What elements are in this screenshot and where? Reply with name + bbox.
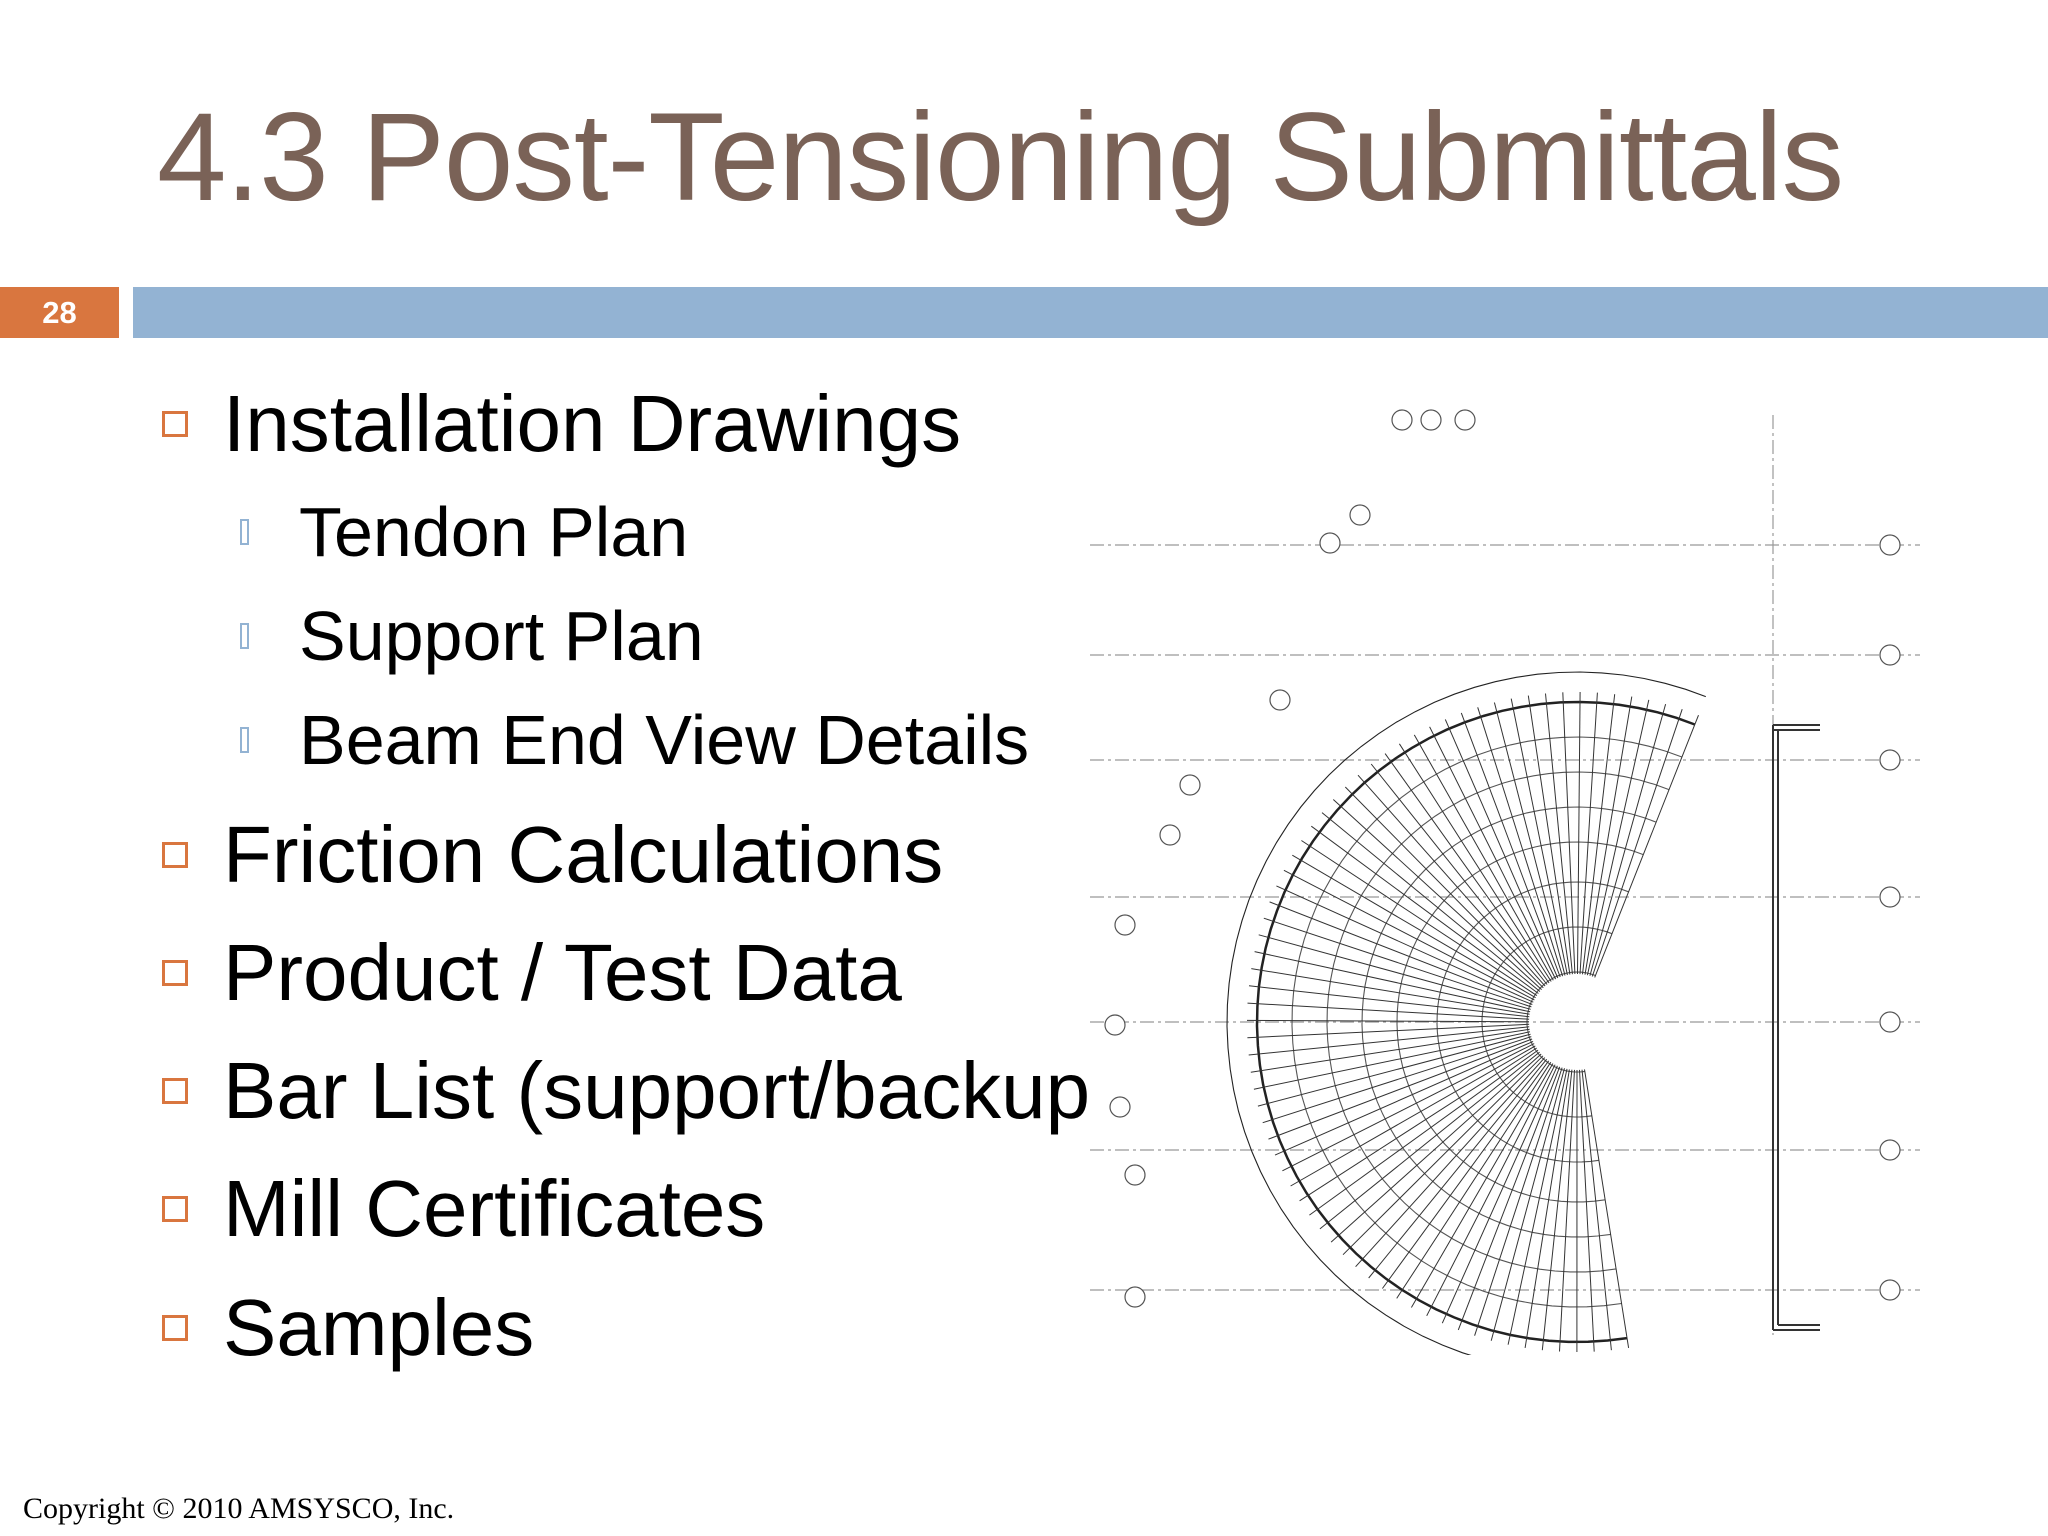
slide-number-badge: 28 [0,287,119,338]
list-item: Samples [162,1288,534,1368]
bullet-label: Bar List (support/backup) [223,1046,1090,1135]
bullet-label: Friction Calculations [223,810,944,899]
list-item: Product / Test Data [162,933,902,1013]
sub-list-item: Support Plan [240,601,704,671]
square-bullet-icon [162,1078,188,1104]
square-bullet-icon [162,1196,188,1222]
square-bullet-icon [162,1315,188,1341]
sub-bullet-icon [240,519,249,545]
sub-list-item: Beam End View Details [240,705,1029,775]
list-item: Bar List (support/backup) [162,1051,1090,1131]
bullet-label: Mill Certificates [223,1164,766,1253]
sub-bullet-icon [240,727,249,753]
bullet-label: Installation Drawings [223,379,962,468]
title-divider-bar [133,287,2048,338]
bullet-label: Product / Test Data [223,928,902,1017]
square-bullet-icon [162,960,188,986]
sub-list-item: Tendon Plan [240,497,688,567]
sub-bullet-label: Support Plan [299,597,704,675]
copyright-footer: Copyright © 2010 AMSYSCO, Inc. [23,1492,455,1525]
tendon-plan-drawing [1090,409,1920,1355]
square-bullet-icon [162,411,188,437]
sub-bullet-label: Beam End View Details [299,701,1030,779]
list-item: Installation Drawings [162,384,961,464]
bullet-label: Samples [223,1283,535,1372]
sub-bullet-icon [240,623,249,649]
bullet-list: Installation Drawings Tendon Plan Suppor… [0,0,1090,1400]
square-bullet-icon [162,842,188,868]
sub-bullet-label: Tendon Plan [299,493,689,571]
list-item: Mill Certificates [162,1169,765,1249]
list-item: Friction Calculations [162,815,943,895]
slide-title: 4.3 Post-Tensioning Submittals [157,88,1844,227]
